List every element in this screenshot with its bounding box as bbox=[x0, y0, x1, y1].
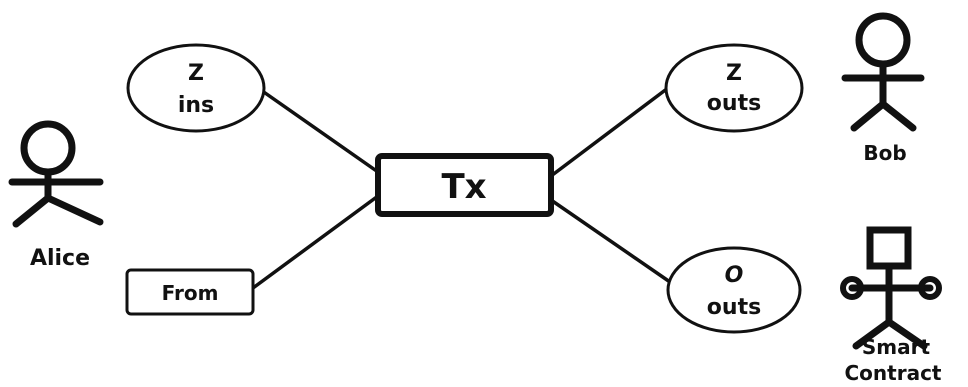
z-outs-node: Z outs bbox=[664, 43, 804, 133]
from-node: From bbox=[125, 268, 255, 316]
bob-label: Bob bbox=[863, 141, 906, 165]
z-outs-line2: outs bbox=[707, 91, 761, 116]
line-from-to-tx bbox=[251, 194, 380, 290]
z-ins-node: Z ins bbox=[126, 43, 266, 133]
smart-contract-label-line1: Smart bbox=[862, 335, 931, 359]
z-ins-line1: Z bbox=[188, 61, 204, 86]
o-outs-line1: O bbox=[725, 263, 744, 288]
tx-node: Tx bbox=[375, 153, 554, 217]
alice-stick-figure-icon bbox=[8, 120, 104, 228]
line-z-ins-to-tx bbox=[256, 86, 380, 174]
line-tx-to-z-outs bbox=[549, 86, 670, 178]
o-outs-node: O outs bbox=[666, 246, 802, 334]
connector-lines bbox=[251, 86, 672, 290]
smart-contract-figure-icon bbox=[840, 226, 942, 350]
z-ins-line2: ins bbox=[178, 93, 214, 118]
tx-label: Tx bbox=[441, 167, 486, 207]
from-label: From bbox=[162, 281, 219, 305]
alice-label: Alice bbox=[30, 246, 90, 271]
bob-stick-figure-icon bbox=[841, 12, 925, 132]
o-outs-line2: outs bbox=[707, 295, 761, 320]
z-outs-line1: Z bbox=[726, 61, 742, 86]
line-tx-to-o-outs bbox=[549, 198, 672, 284]
smart-contract-label-line2: Contract bbox=[845, 361, 942, 385]
